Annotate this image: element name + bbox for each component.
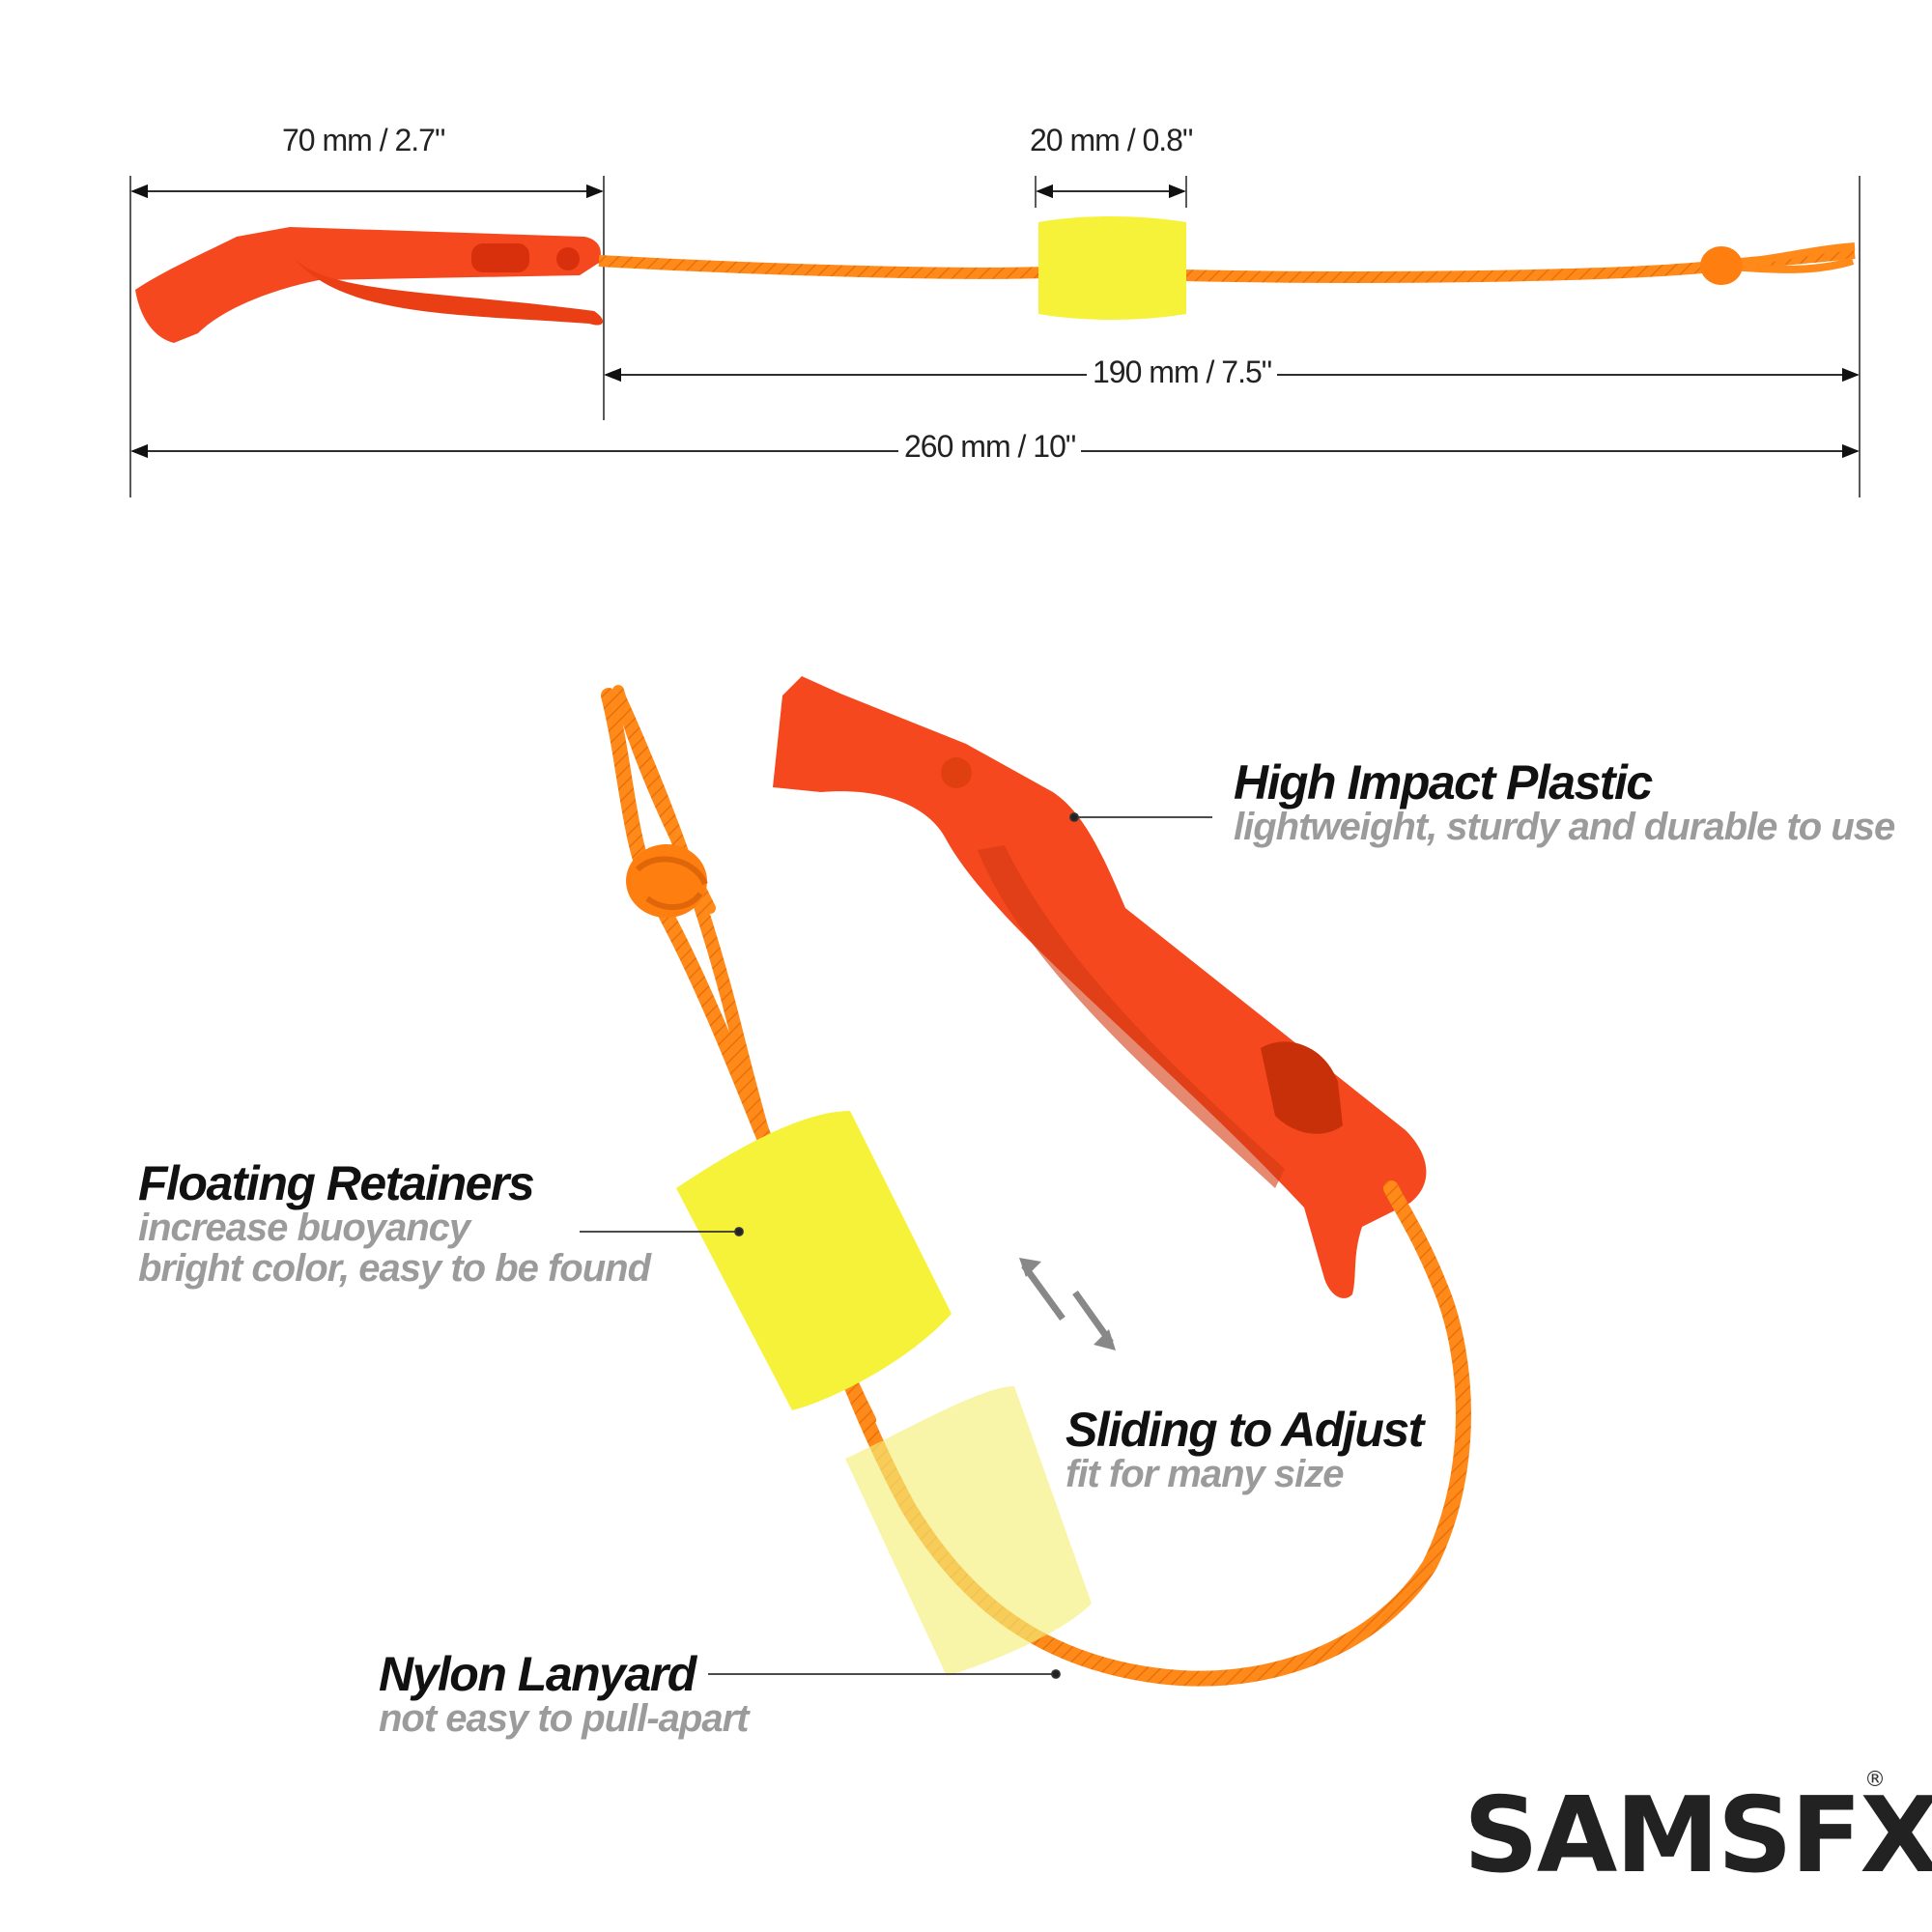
float-large [676, 1111, 952, 1410]
float-ghost [845, 1386, 1092, 1676]
feature-subtitle: not easy to pull-apart [379, 1697, 749, 1740]
feature-title: High Impact Plastic [1234, 755, 1653, 810]
dim-label-total: 260 mm / 10" [898, 429, 1082, 465]
brand-logo: SAMSFX [1463, 1776, 1932, 1896]
feature-title: Sliding to Adjust [1065, 1403, 1424, 1457]
dim-label-lanyard: 190 mm / 7.5" [1087, 355, 1278, 390]
registered-icon: ® [1864, 1768, 1886, 1792]
whistle-side-view [135, 227, 604, 343]
dimension-drawing [129, 176, 1861, 497]
feature-floating-retainers: Floating Retainers increase buoyancy bri… [138, 1156, 651, 1290]
cord-knot-small [1700, 246, 1743, 285]
feature-title: Floating Retainers [138, 1156, 535, 1210]
feature-subtitle: fit for many size [1065, 1453, 1345, 1495]
feature-sliding-to-adjust: Sliding to Adjust fit for many size [1065, 1403, 1424, 1495]
whistle-large [773, 676, 1427, 1298]
feature-high-impact-plastic: High Impact Plastic lightweight, sturdy … [1234, 755, 1895, 848]
feature-subtitle: lightweight, sturdy and durable to use [1234, 806, 1895, 848]
cord-straight [598, 247, 1856, 283]
feature-subtitle-1: increase buoyancy [138, 1207, 470, 1249]
feature-subtitle-2: bright color, easy to be found [138, 1247, 651, 1290]
dim-label-float: 20 mm / 0.8" [1024, 123, 1199, 158]
double-arrow-icon [1019, 1258, 1116, 1350]
dim-label-whistle: 70 mm / 2.7" [276, 123, 451, 158]
callout-leaders [580, 812, 1212, 1679]
feature-nylon-lanyard: Nylon Lanyard not easy to pull-apart [379, 1650, 749, 1739]
feature-title: Nylon Lanyard [379, 1647, 696, 1701]
float-side-view [1038, 216, 1186, 320]
